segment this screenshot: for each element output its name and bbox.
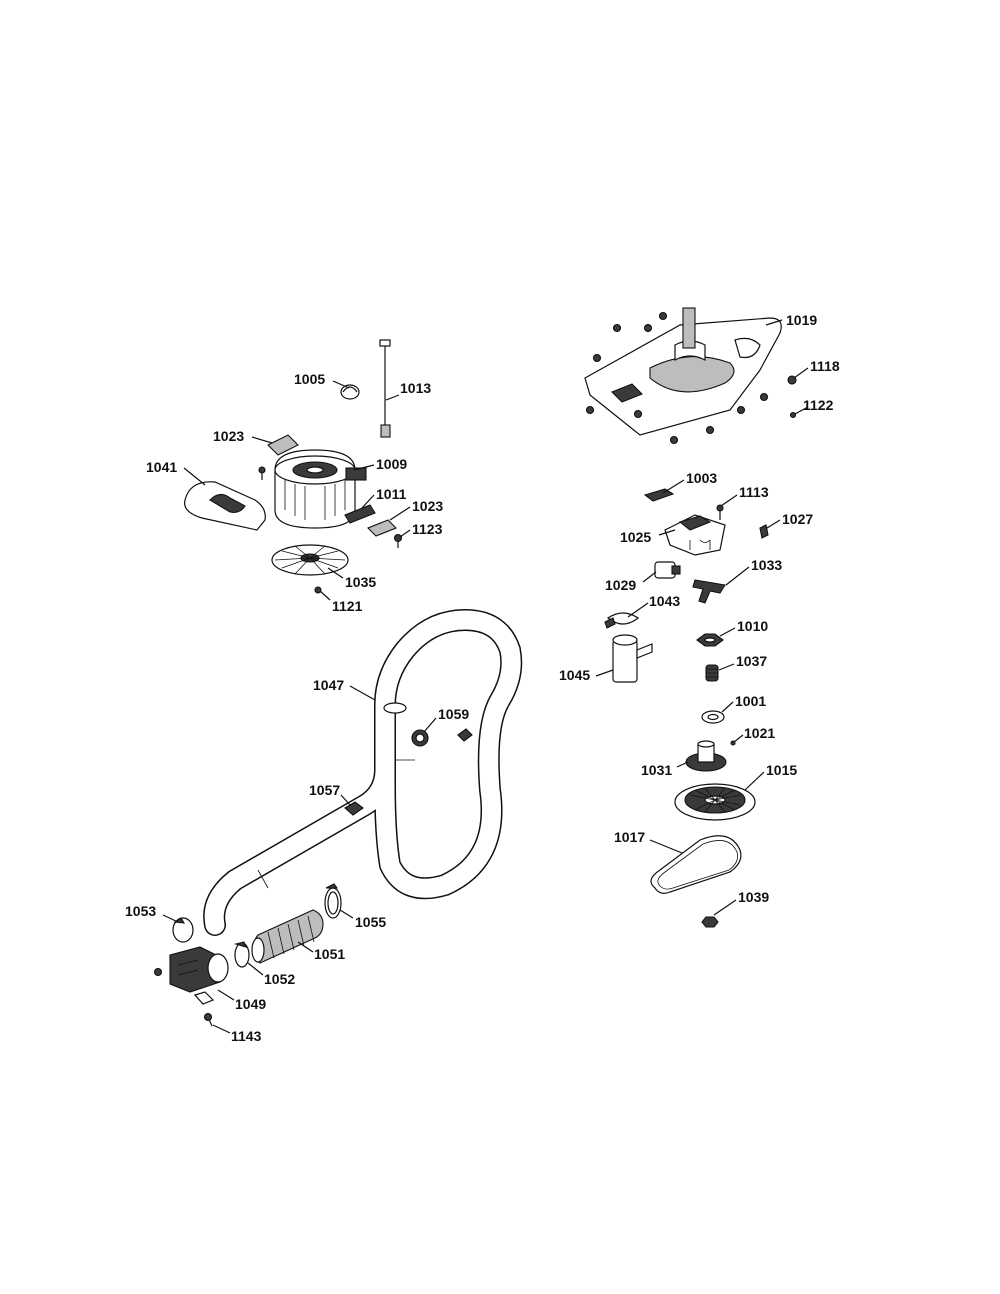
label-1049: 1049 (235, 996, 266, 1012)
label-1037: 1037 (736, 653, 767, 669)
label-1009: 1009 (376, 456, 407, 472)
label-1039: 1039 (738, 889, 769, 905)
part-1057-hose-clip (344, 801, 364, 816)
label-1005: 1005 (294, 371, 325, 387)
label-1122: 1122 (803, 397, 834, 413)
label-1021: 1021 (744, 725, 775, 741)
part-1005-clip (340, 384, 360, 400)
label-1045: 1045 (559, 667, 590, 683)
part-1121-screw (314, 586, 322, 594)
label-1001: 1001 (735, 693, 766, 709)
label-1055: 1055 (355, 914, 386, 930)
part-1039-nut (701, 916, 719, 928)
label-1113: 1113 (739, 484, 769, 500)
label-1143: 1143 (231, 1028, 262, 1044)
part-1009-motor (274, 449, 367, 529)
label-1027: 1027 (782, 511, 813, 527)
part-1033-shift-fork (692, 579, 726, 604)
part-1123-screw (393, 533, 403, 548)
part-1027-clip (759, 524, 769, 539)
part-1023-bracket-top (267, 434, 299, 456)
part-1049-drain-pump (169, 946, 229, 1005)
part-1035-fan (271, 544, 349, 576)
part-1019-mounting-plate (584, 307, 782, 436)
label-1118: 1118 (810, 358, 840, 374)
part-1122-pin (789, 411, 797, 419)
label-1010: 1010 (737, 618, 768, 634)
label-1031: 1031 (641, 762, 672, 778)
part-1059-star-clip (411, 728, 473, 747)
label-1015: 1015 (766, 762, 797, 778)
part-1017-drive-belt (650, 835, 742, 894)
part-1013-wire-rod (379, 339, 391, 438)
part-1045-capacitor (612, 634, 653, 683)
part-1029-solenoid (654, 561, 681, 579)
leader-lines (162, 319, 809, 1034)
label-1051: 1051 (314, 946, 345, 962)
screw-pump-left (153, 967, 163, 977)
label-1057: 1057 (309, 782, 340, 798)
part-1023-bracket-lower (367, 519, 397, 537)
label-1013: 1013 (400, 380, 431, 396)
part-1055-clamp (324, 883, 342, 919)
part-1143-screw (203, 1012, 213, 1027)
part-1052-clamp (233, 941, 250, 968)
label-1029: 1029 (605, 577, 636, 593)
label-1035: 1035 (345, 574, 376, 590)
part-labels: 1005 1013 1023 1009 1041 1011 1023 1123 … (125, 312, 840, 1044)
label-1121: 1121 (332, 598, 363, 614)
part-1010-nut (696, 633, 724, 647)
part-1037-spring (705, 664, 719, 682)
label-1052: 1052 (264, 971, 295, 987)
part-1041-motor-cover (184, 481, 266, 531)
label-1053: 1053 (125, 903, 156, 919)
label-1033: 1033 (751, 557, 782, 573)
label-1017: 1017 (614, 829, 645, 845)
label-1041: 1041 (146, 459, 177, 475)
part-1047-drain-hose (203, 608, 523, 936)
plate-screws (585, 311, 769, 445)
label-1047: 1047 (313, 677, 344, 693)
part-1043-clamp (604, 612, 640, 629)
label-1023-lower: 1023 (412, 498, 443, 514)
label-1059: 1059 (438, 706, 469, 722)
label-1043: 1043 (649, 593, 680, 609)
part-1011-clip (344, 504, 376, 524)
part-1001-washer (701, 710, 725, 724)
label-1003: 1003 (686, 470, 717, 486)
part-1031-drive-gear (685, 740, 727, 772)
part-1051-corrugated-hose (251, 909, 324, 964)
label-1019: 1019 (786, 312, 817, 328)
screw-motor-left (258, 466, 266, 480)
label-1023-top: 1023 (213, 428, 244, 444)
label-1123: 1123 (412, 521, 443, 537)
part-1015-pulley (674, 783, 756, 821)
part-1003-switch (643, 488, 675, 502)
part-1025-actuator (664, 514, 726, 556)
label-1025: 1025 (620, 529, 651, 545)
part-1113-screw (716, 504, 724, 520)
label-1011: 1011 (376, 486, 407, 502)
